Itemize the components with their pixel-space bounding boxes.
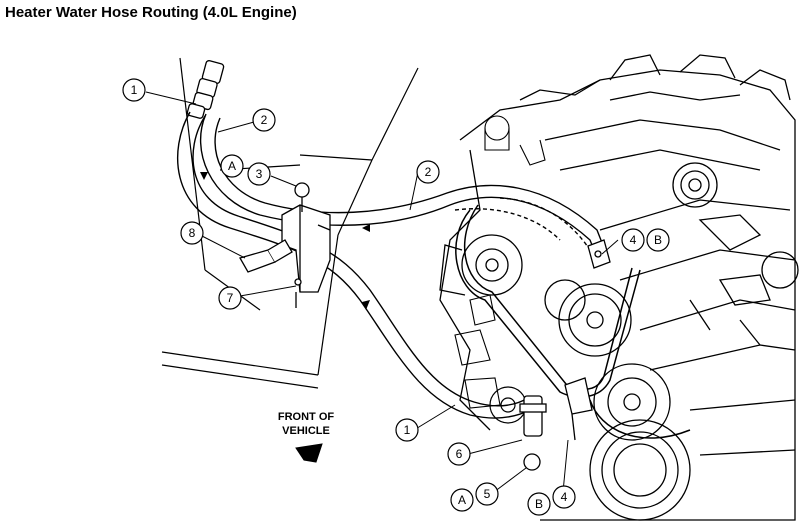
callout-4-bottom: 4 (552, 485, 576, 509)
callout-label: 7 (227, 291, 234, 305)
callout-5: 5 (475, 482, 499, 506)
callout-5-letter: A (450, 488, 474, 512)
callout-6: 6 (447, 442, 471, 466)
callout-label: 2 (261, 113, 268, 127)
engine-left-detail (454, 115, 546, 409)
callout-4-bottom-letter: B (527, 492, 551, 516)
callout-7: 7 (218, 286, 242, 310)
front-label-line1: FRONT OF (277, 411, 335, 423)
callout-label: 1 (404, 423, 411, 437)
leader-lines (145, 91, 619, 493)
callout-2-top: 2 (252, 108, 276, 132)
callout-1-top: 1 (122, 78, 146, 102)
callout-letter: B (535, 497, 543, 511)
callout-letter: A (458, 493, 466, 507)
diagram-title: Heater Water Hose Routing (4.0L Engine) (5, 4, 297, 21)
callout-letter: A (228, 159, 236, 173)
callout-3-letter: A (220, 154, 244, 178)
crankshaft-damper (589, 363, 691, 521)
heater-hose-upper (199, 113, 609, 266)
callout-label: 8 (189, 226, 196, 240)
callout-label: 4 (561, 490, 568, 504)
callout-3: 3 (247, 162, 271, 186)
callout-label: 6 (456, 447, 463, 461)
engine-block (439, 54, 799, 521)
front-of-vehicle-label: FRONT OF VEHICLE (266, 410, 346, 438)
callout-4-top-letter: B (646, 228, 670, 252)
front-label-line2: VEHICLE (282, 425, 330, 437)
callout-label: 3 (256, 167, 263, 181)
callout-4-top: 4 (621, 228, 645, 252)
water-pump-pulley (544, 279, 632, 357)
callout-letter: B (654, 233, 662, 247)
callout-8: 8 (180, 221, 204, 245)
upper-fitting (587, 239, 611, 269)
heater-hose-lower (177, 111, 531, 419)
hose-clip (239, 239, 293, 273)
hose-connector-firewall (186, 60, 225, 119)
hose-bracket (281, 182, 331, 308)
water-pump-connector (519, 377, 593, 471)
callout-label: 5 (484, 487, 491, 501)
callouts: 1 2 A 3 2 8 4 B (122, 78, 670, 516)
alternator (439, 234, 523, 296)
callout-1-bottom: 1 (395, 418, 419, 442)
callout-label: 4 (630, 233, 637, 247)
callout-2-mid: 2 (416, 160, 440, 184)
front-arrow (295, 443, 323, 463)
callout-label: 1 (131, 83, 138, 97)
callout-label: 2 (425, 165, 432, 179)
